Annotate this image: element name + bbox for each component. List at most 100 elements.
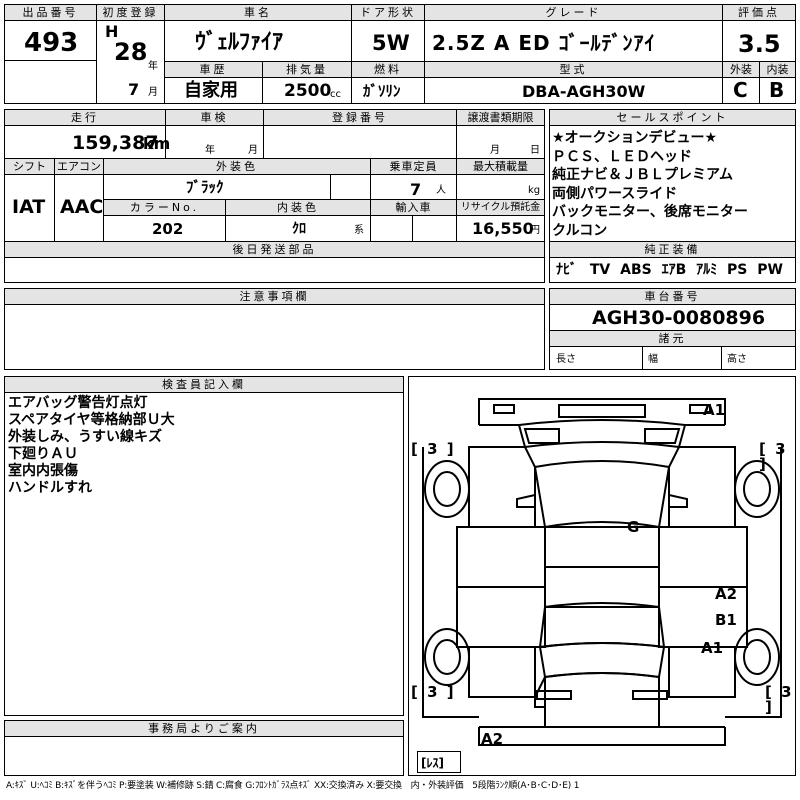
mileage-label: 走行 xyxy=(5,110,165,126)
reg-month: 7 xyxy=(128,80,140,99)
tire-rear-left: [ 3 ] xyxy=(411,683,456,701)
shift-value: IAT xyxy=(12,196,46,218)
equipment-item: ABS xyxy=(620,262,652,278)
capacity-label: 乗車定員 xyxy=(371,159,456,175)
grade-label: グレード xyxy=(425,5,722,21)
colorno-value: 202 xyxy=(152,220,184,238)
sales-label: セールスポイント xyxy=(550,110,795,126)
import-label: 輸入車 xyxy=(371,200,456,216)
fuel-value: ｶﾞｿﾘﾝ xyxy=(363,82,401,100)
inspection-label: 車検 xyxy=(166,110,263,126)
reg-label: 初度登録 xyxy=(97,5,164,21)
ext-color-value: ﾌﾞﾗｯｸ xyxy=(186,178,224,196)
sales-line: ＰＣＳ、ＬＥＤヘッド xyxy=(552,148,692,165)
reg-year: 28 xyxy=(114,38,148,66)
dim-length-label: 長さ xyxy=(556,354,576,365)
transfer-label: 譲渡書類期限 xyxy=(457,110,544,126)
damage-a1-front: A1 xyxy=(703,401,726,419)
door-value: 5W xyxy=(372,31,410,55)
ext-label: 外装 xyxy=(723,62,759,78)
spare-tire-box xyxy=(417,751,461,773)
equipment-item: PS xyxy=(727,262,748,278)
inspector-line: エアバッグ警告灯点灯 xyxy=(8,395,148,411)
chassis-label: 車台番号 xyxy=(550,289,795,305)
int-color-unit: 系 xyxy=(354,225,364,236)
equipment-list: ﾅﾋﾞ TV ABS ｴｱB ｱﾙﾐ PS PW xyxy=(556,262,796,278)
insp-year-unit: 年 xyxy=(205,145,215,156)
header-block xyxy=(4,4,796,104)
office-block xyxy=(4,720,404,776)
damage-a2-side: A2 xyxy=(715,585,738,603)
reg-year-unit: 年 xyxy=(148,61,158,72)
chassis-value: AGH30-0080896 xyxy=(592,307,766,329)
regno-label: 登録番号 xyxy=(264,110,456,126)
int-value: B xyxy=(769,78,785,102)
reg-era: H xyxy=(105,22,119,41)
tire-front-left: [ 3 ] xyxy=(411,440,456,458)
transfer-month-unit: 月 xyxy=(490,145,500,156)
tire-front-right: [ 3 ] xyxy=(759,440,788,473)
ext-color-label: 外装色 xyxy=(104,159,370,175)
equipment-item: ｴｱB xyxy=(661,262,687,278)
reg-month-unit: 月 xyxy=(148,87,158,98)
transfer-day-unit: 日 xyxy=(530,145,540,156)
insp-month-unit: 月 xyxy=(248,145,258,156)
inspector-line: 外装しみ、うすい線キズ xyxy=(8,429,162,445)
inspector-block xyxy=(4,376,404,716)
sales-lines: ★オークションデビュー★ ＰＣＳ、ＬＥＤヘッド 純正ナビ＆ＪＢＬプレミアム 両側… xyxy=(552,129,794,240)
lot-label: 出品番号 xyxy=(5,5,96,21)
recycle-unit: 円 xyxy=(530,225,540,236)
score-value: 3.5 xyxy=(738,30,781,58)
sales-block xyxy=(549,109,796,283)
int-color-label: 内装色 xyxy=(226,200,370,216)
notes-block xyxy=(4,288,545,370)
notes-label: 注意事項欄 xyxy=(5,289,544,305)
specs-block xyxy=(4,109,545,283)
car-diagram: A1 G A2 B1 A1 A2 [ 3 ] [ 3 ] [ 3 ] [ 3 ]… xyxy=(408,376,796,776)
capacity-value: 7 xyxy=(410,180,422,199)
inspector-line: ハンドルすれ xyxy=(8,480,92,496)
mileage-unit: km xyxy=(143,134,171,153)
inspector-line: スペアタイヤ等格納部Ｕ大 xyxy=(8,412,175,428)
ext-value: C xyxy=(733,78,748,102)
disp-unit: cc xyxy=(330,89,341,100)
disp-value: 2500 xyxy=(284,81,332,101)
fuel-label: 燃料 xyxy=(352,62,424,78)
tire-rear-right: [ 3 ] xyxy=(765,683,794,716)
inspector-label: 検査員記入欄 xyxy=(5,377,403,393)
dim-height-label: 高さ xyxy=(727,354,747,365)
car-name: ｳﾞｪﾙﾌｧｲｱ xyxy=(195,30,284,55)
damage-b1-side: B1 xyxy=(715,611,737,629)
disp-label: 排気量 xyxy=(263,62,351,78)
score-label: 評価点 xyxy=(723,5,795,21)
door-label: ドア形状 xyxy=(352,5,424,21)
grade-value: 2.5Z A ED ｺﾞｰﾙﾃﾞﾝｱｲ xyxy=(432,31,656,55)
maxload-unit: kg xyxy=(528,185,541,196)
spare-tire-label: [ﾚｽ] xyxy=(421,756,444,770)
sales-line: 純正ナビ＆ＪＢＬプレミアム xyxy=(552,167,734,183)
inspector-line: 下廻りＡＵ xyxy=(8,446,78,462)
dimensions-label: 諸元 xyxy=(550,331,795,347)
sales-line: ★オークションデビュー★ xyxy=(552,130,718,146)
sales-line: バックモニター、後席モニター xyxy=(552,204,748,220)
car-outline xyxy=(422,398,782,746)
int-color-value: ｸﾛ xyxy=(292,221,306,237)
recycle-value: 16,550 xyxy=(472,219,534,238)
int-label: 内装 xyxy=(760,62,795,78)
recycle-label: リサイクル預託金 xyxy=(457,200,544,216)
capacity-unit: 人 xyxy=(436,185,446,196)
model-value: DBA-AGH30W xyxy=(522,82,646,101)
sales-line: 両側パワースライド xyxy=(552,185,678,202)
ac-label: エアコン xyxy=(55,159,103,175)
colorno-label: カラーNo. xyxy=(104,200,225,216)
model-label: 型式 xyxy=(425,62,722,78)
damage-g-windshield: G xyxy=(627,518,640,536)
ac-value: AAC xyxy=(60,196,104,218)
sales-line: クルコン xyxy=(552,222,608,239)
inspector-line: 室内内張傷 xyxy=(8,463,78,479)
dim-width-label: 幅 xyxy=(648,354,658,365)
inspector-lines: エアバッグ警告灯点灯 スペアタイヤ等格納部Ｕ大 外装しみ、うすい線キズ 下廻りＡ… xyxy=(8,395,398,497)
office-label: 事務局よりご案内 xyxy=(5,721,403,737)
equipment-item: ﾅﾋﾞ xyxy=(556,262,577,278)
maxload-label: 最大積載量 xyxy=(457,159,544,175)
